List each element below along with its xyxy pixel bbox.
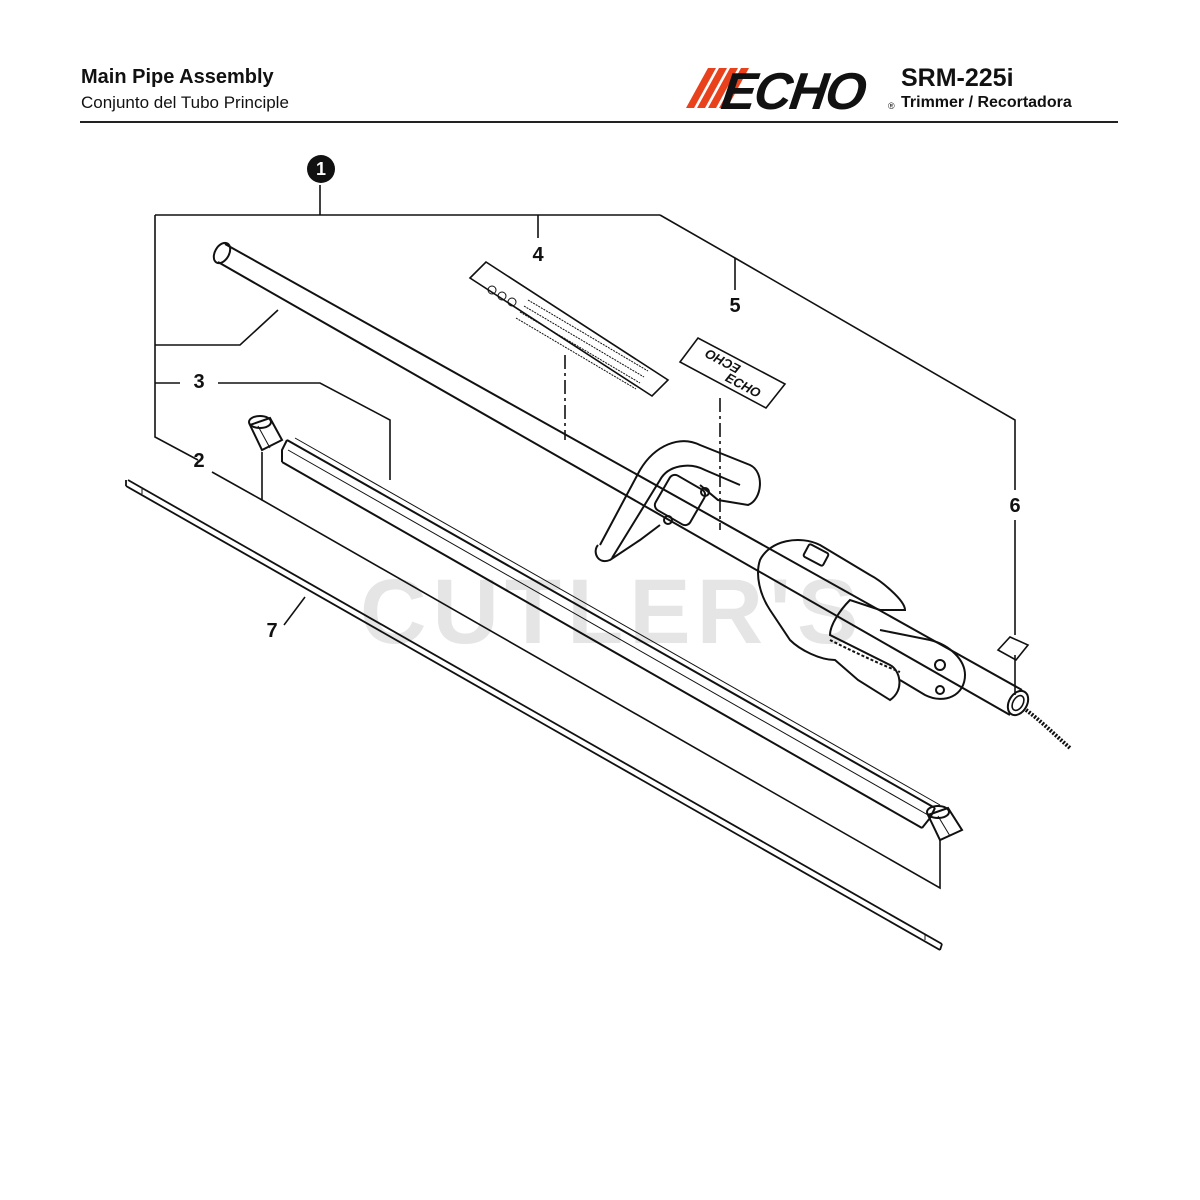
- watermark: CUTLER'S: [360, 561, 865, 663]
- warning-label: [468, 260, 670, 398]
- drive-shaft: [125, 479, 943, 951]
- page-title: Main Pipe Assembly: [81, 66, 274, 88]
- loop-handle: [594, 440, 761, 563]
- header-divider: [80, 121, 1118, 123]
- callout-4: 4: [532, 244, 544, 266]
- callout-6: 6: [1009, 495, 1021, 517]
- callout-5: 5: [729, 295, 741, 317]
- callout-2: 2: [193, 450, 205, 472]
- callout-3: 3: [193, 371, 205, 393]
- bushing-top: [248, 415, 284, 452]
- main-pipe: [212, 241, 1072, 750]
- model-name: SRM-225i: [901, 64, 1014, 92]
- callout-1: 1: [307, 155, 335, 183]
- leader-lines: [154, 185, 1016, 890]
- throttle-grip: [757, 539, 967, 702]
- drive-shaft-tube: [281, 437, 941, 829]
- brand-registered-mark: ®: [888, 101, 895, 111]
- page-subtitle: Conjunto del Tubo Principle: [81, 93, 289, 112]
- bushing-bottom: [926, 805, 964, 842]
- model-description: Trimmer / Recortadora: [901, 94, 1072, 111]
- echo-decal: [678, 336, 787, 410]
- small-label: [996, 636, 1030, 662]
- callout-7: 7: [266, 620, 278, 642]
